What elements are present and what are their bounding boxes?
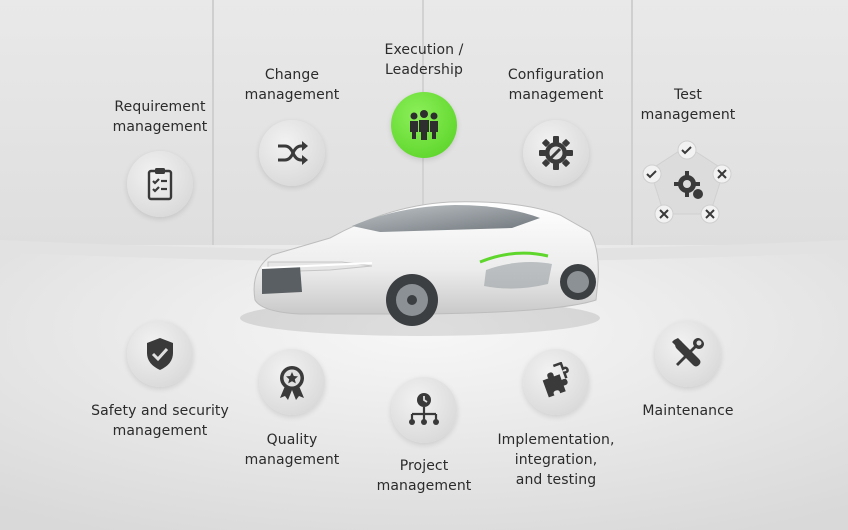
- change-management-node: [259, 120, 325, 186]
- safety-security-management-label: Safety and security management: [91, 403, 229, 439]
- requirement-management-node: [127, 151, 193, 217]
- test-management-node: [640, 140, 734, 226]
- change-management-label: Change management: [244, 67, 340, 103]
- puzzle-pieces-icon: [542, 362, 569, 398]
- quality-management-node: [259, 349, 325, 415]
- implementation-integration-testing-label: Implementation, integration, and testing: [497, 432, 615, 488]
- tools-icon: [672, 338, 704, 367]
- execution-leadership-node: [391, 92, 457, 158]
- team-people-icon: [410, 110, 438, 140]
- clock-hierarchy-icon: [409, 393, 439, 425]
- test-management-label: Test management: [640, 87, 736, 123]
- maintenance-node: [655, 321, 721, 387]
- shield-check-icon: [147, 338, 173, 370]
- safety-security-management-node: [127, 321, 193, 387]
- requirement-management-label: Requirement management: [112, 99, 208, 135]
- car-illustration: [253, 201, 599, 326]
- maintenance-label: Maintenance: [642, 403, 734, 419]
- execution-leadership-label: Execution / Leadership: [384, 42, 464, 78]
- implementation-integration-testing-node: [523, 349, 589, 415]
- award-ribbon-icon: [280, 366, 304, 400]
- gear-wrench-icon: [539, 136, 573, 170]
- project-management-label: Project management: [376, 458, 472, 494]
- quality-management-label: Quality management: [244, 432, 340, 468]
- shuffle-icon: [278, 141, 308, 165]
- project-management-node: [391, 377, 457, 443]
- configuration-management-label: Configuration management: [507, 67, 605, 103]
- clipboard-checklist-icon: [147, 168, 173, 201]
- configuration-management-node: [523, 120, 589, 186]
- test-cycle-icon: [642, 140, 732, 224]
